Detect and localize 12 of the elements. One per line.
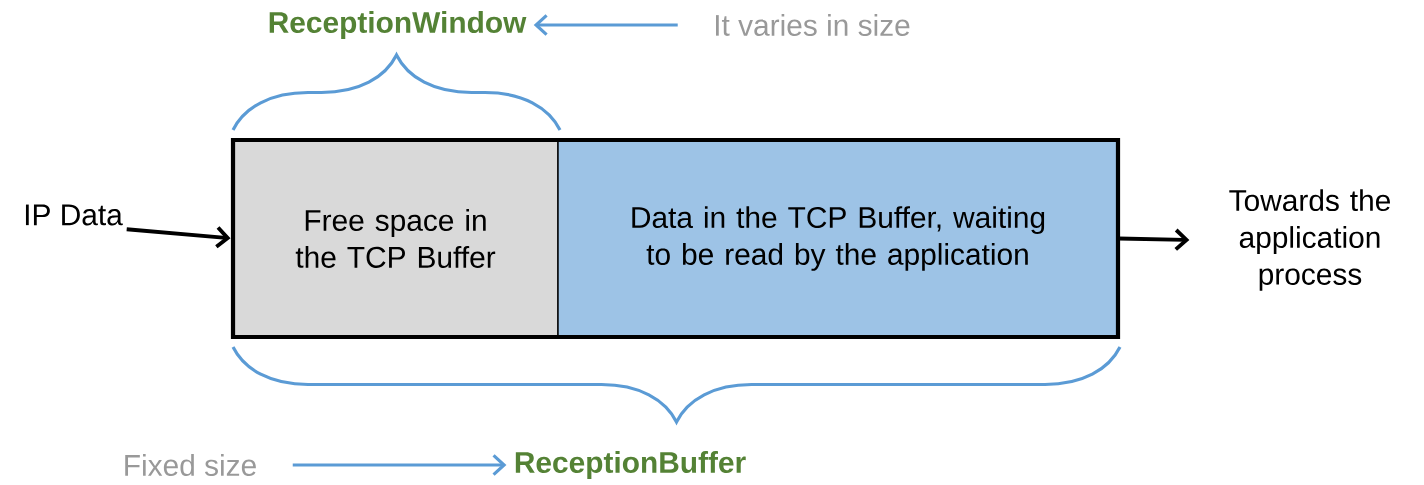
arrow [292, 454, 507, 476]
arrow [533, 14, 678, 36]
arrow [1118, 228, 1190, 251]
buffer-cell: Data in the TCP Buffer, waiting to be read by the application [557, 139, 1119, 338]
window-label: ReceptionWindow [269, 11, 527, 39]
output-label: Towards the application process [1229, 189, 1390, 291]
arrow [126, 226, 231, 249]
note-text: Fixed size [125, 454, 256, 476]
note-text: It varies in size [716, 14, 910, 36]
input-label: IP Data [25, 204, 123, 226]
buffer-label: ReceptionBuffer [515, 451, 746, 479]
buffer-cell: Free space in the TCP Buffer [232, 139, 559, 338]
